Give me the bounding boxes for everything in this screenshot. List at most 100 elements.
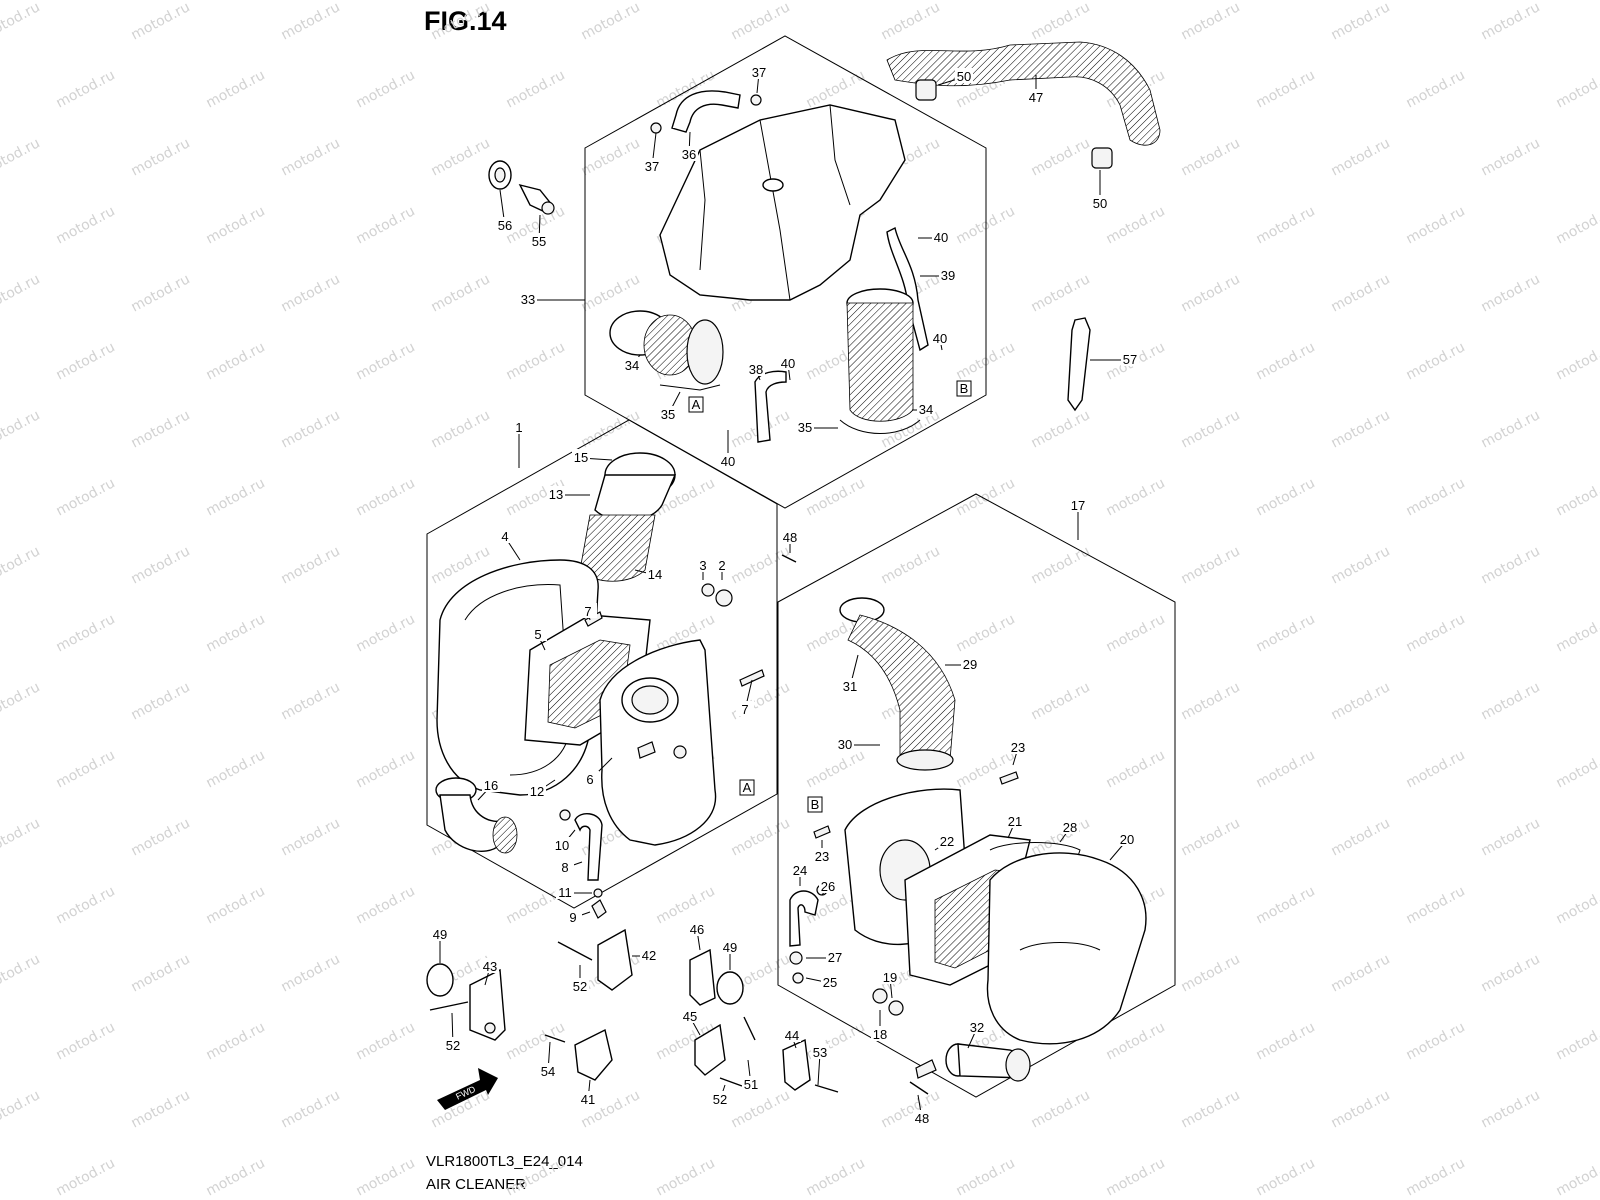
callout-51: 51	[744, 1077, 758, 1092]
watermark-text: motod.ru	[653, 1155, 717, 1199]
watermark-text: motod.ru	[578, 407, 642, 451]
watermark-text: motod.ru	[578, 271, 642, 315]
callout-17: 17	[1071, 498, 1085, 513]
watermark-text: motod.ru	[1403, 883, 1467, 927]
callout-background	[571, 978, 589, 993]
callout-background	[1121, 351, 1139, 366]
callout-33: 33	[521, 292, 535, 307]
callout-10: 10	[555, 838, 569, 853]
small-hardware-left-group	[559, 583, 765, 919]
spacer-part-49	[426, 963, 744, 1005]
callout-background	[579, 1091, 597, 1106]
callout-background	[955, 68, 973, 83]
watermark-text: motod.ru	[203, 339, 267, 383]
callout-39: 39	[941, 268, 955, 283]
watermark-text: motod.ru	[1178, 135, 1242, 179]
watermark-text: motod.ru	[353, 475, 417, 519]
callout-21: 21	[1008, 814, 1022, 829]
callout-background	[796, 419, 814, 434]
watermark-text: motod.ru	[53, 883, 117, 927]
watermark-text: motod.ru	[878, 0, 942, 44]
hose-clamp-part-50	[915, 79, 1113, 169]
callout-3: 3	[699, 558, 706, 573]
watermark-text: motod.ru	[278, 135, 342, 179]
watermark-text: motod.ru	[53, 1019, 117, 1063]
watermark-text: motod.ru	[128, 951, 192, 995]
callout-background	[841, 678, 859, 693]
watermark-text: motod.ru	[1328, 135, 1392, 179]
reference-box-frame	[739, 779, 755, 796]
watermark-text: motod.ru	[353, 1155, 417, 1199]
callout-background	[961, 656, 979, 671]
watermark-text: motod.ru	[353, 1019, 417, 1063]
bracket-part-46	[689, 948, 716, 1006]
watermark-text: motod.ru	[728, 815, 792, 859]
watermark-text: motod.ru	[1478, 1087, 1542, 1131]
group-outline-right-cleaner	[777, 493, 1176, 1098]
watermark-text: motod.ru	[1178, 1087, 1242, 1131]
model-code: VLR1800TL3_E24_014	[426, 1153, 583, 1170]
callout-11: 11	[558, 885, 572, 900]
watermark-text: motod.ru	[428, 407, 492, 451]
watermark-text: motod.ru	[278, 679, 342, 723]
watermark-text: motod.ru	[503, 1019, 567, 1063]
watermark-text: motod.ru	[578, 0, 642, 44]
callout-background	[688, 921, 706, 936]
reference-box-B: B	[960, 381, 969, 396]
breather-hose-part-47	[886, 41, 1161, 146]
callout-background	[938, 833, 956, 848]
watermark-text: motod.ru	[128, 543, 192, 587]
callout-background	[1006, 813, 1024, 828]
callout-background	[581, 771, 599, 786]
watermark-text: motod.ru	[1553, 747, 1600, 791]
callout-background	[556, 884, 574, 899]
reference-box-B: B	[811, 797, 820, 812]
callout-background	[623, 357, 641, 372]
callout-2: 2	[718, 558, 725, 573]
callout-12: 12	[530, 784, 544, 799]
watermark-text: motod.ru	[278, 271, 342, 315]
watermark-text: motod.ru	[1028, 0, 1092, 44]
watermark-text: motod.ru	[1553, 67, 1600, 111]
watermark-text: motod.ru	[128, 1087, 192, 1131]
callout-background	[681, 1008, 699, 1023]
watermark-text: motod.ru	[1178, 679, 1242, 723]
callout-background	[547, 486, 565, 501]
bracket-part-41	[574, 1028, 613, 1081]
callout-5: 5	[534, 627, 541, 642]
callout-34: 34	[919, 402, 933, 417]
watermark-text: motod.ru	[503, 1155, 567, 1199]
callout-6: 6	[586, 772, 593, 787]
watermark-text: motod.ru	[1553, 203, 1600, 247]
callout-48: 48	[915, 1111, 929, 1126]
watermark-text: motod.ru	[1553, 1155, 1600, 1199]
callout-background	[659, 406, 677, 421]
watermark-text: motod.ru	[1103, 1155, 1167, 1199]
watermark-text: motod.ru	[1553, 883, 1600, 927]
watermark-text: motod.ru	[53, 67, 117, 111]
reference-box-frame	[807, 796, 823, 813]
cleaner-case-part-6	[599, 639, 717, 846]
callout-background	[968, 1019, 986, 1034]
callout-27: 27	[828, 950, 842, 965]
watermark-text: motod.ru	[1103, 611, 1167, 655]
watermark-text: motod.ru	[128, 679, 192, 723]
callout-background	[821, 974, 839, 989]
watermark-text: motod.ru	[1478, 407, 1542, 451]
callout-background	[791, 862, 809, 877]
watermark-text: motod.ru	[878, 543, 942, 587]
bracket-part-57	[1067, 317, 1091, 412]
callout-background	[1061, 819, 1079, 834]
callout-52: 52	[446, 1038, 460, 1053]
callout-background	[1091, 195, 1109, 210]
watermark-text: motod.ru	[1178, 271, 1242, 315]
callout-45: 45	[683, 1009, 697, 1024]
watermark-text: motod.ru	[1328, 407, 1392, 451]
reference-box-frame	[688, 396, 704, 413]
callout-35: 35	[661, 407, 675, 422]
watermark-text: motod.ru	[1403, 339, 1467, 383]
watermark-text: motod.ru	[428, 0, 492, 44]
hose-part-39	[886, 226, 929, 352]
callout-background	[813, 848, 831, 863]
callout-background	[826, 949, 844, 964]
